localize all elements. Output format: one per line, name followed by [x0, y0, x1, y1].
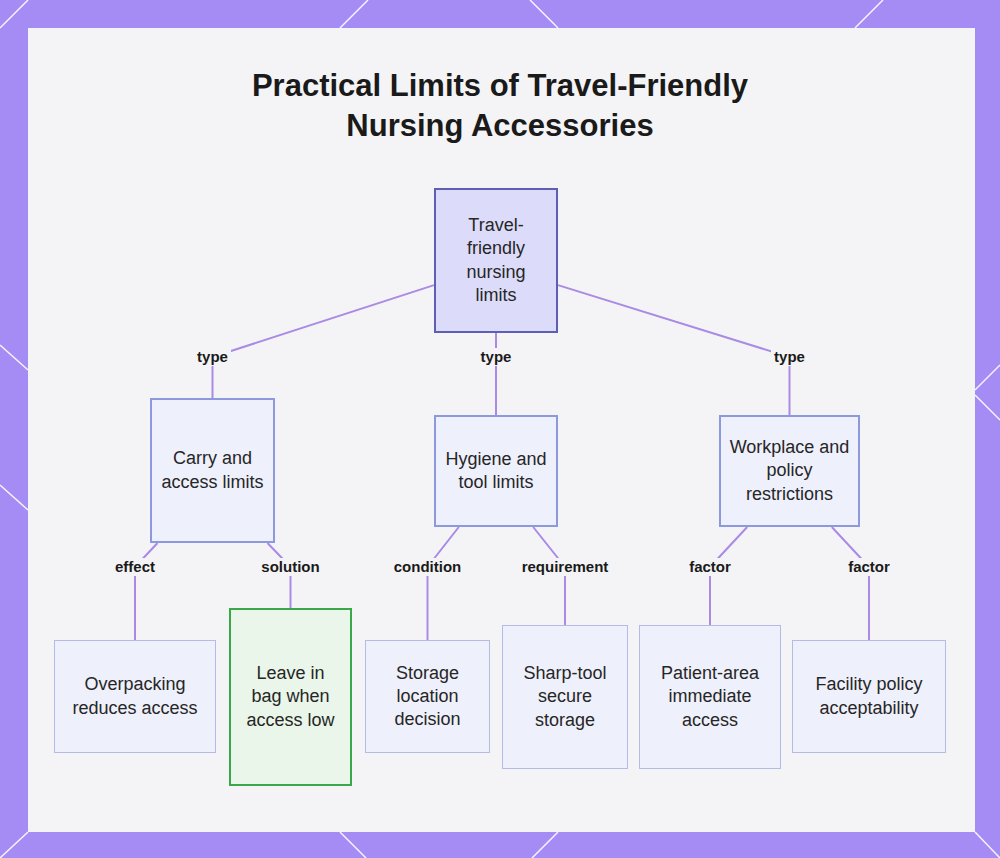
box-text: Carry and access limits: [160, 447, 265, 493]
leaf-box: Patient-area immediate access: [639, 625, 781, 769]
connector: [533, 527, 565, 625]
connector: [710, 527, 747, 625]
category-box: Workplace and policy restrictions: [719, 415, 860, 527]
edge-label: type: [478, 348, 515, 366]
solution-box: Leave in bag when access low: [229, 608, 352, 786]
box-text: Storage location decision: [374, 662, 481, 731]
leaf-box: Storage location decision: [365, 640, 490, 753]
box-text: Travel-friendly nursing limits: [444, 214, 548, 306]
diagram-title: Practical Limits of Travel-Friendly Nurs…: [200, 66, 800, 147]
connector: [496, 333, 497, 415]
box-text: Sharp-tool secure storage: [511, 662, 619, 731]
edge-label: type: [771, 348, 808, 366]
box-text: Overpacking reduces access: [63, 673, 207, 719]
box-text: Hygiene and tool limits: [444, 448, 548, 494]
edge-label: solution: [258, 558, 322, 576]
connector: [832, 527, 869, 640]
connector: [428, 527, 459, 640]
box-text: Patient-area immediate access: [648, 662, 772, 731]
edge-label: requirement: [519, 558, 612, 576]
box-text: Leave in bag when access low: [239, 662, 342, 731]
root-box: Travel-friendly nursing limits: [434, 188, 558, 333]
edge-label: effect: [112, 558, 158, 576]
category-box: Carry and access limits: [150, 398, 275, 543]
box-text: Facility policy acceptability: [801, 673, 937, 719]
leaf-box: Sharp-tool secure storage: [502, 625, 628, 769]
edge-label: factor: [686, 558, 734, 576]
category-box: Hygiene and tool limits: [434, 415, 558, 527]
edge-label: factor: [845, 558, 893, 576]
edge-label: condition: [391, 558, 465, 576]
edge-label: type: [194, 348, 231, 366]
connector: [213, 285, 435, 398]
leaf-box: Facility policy acceptability: [792, 640, 946, 753]
leaf-box: Overpacking reduces access: [54, 640, 216, 753]
connector: [558, 285, 790, 415]
box-text: Workplace and policy restrictions: [729, 436, 850, 505]
